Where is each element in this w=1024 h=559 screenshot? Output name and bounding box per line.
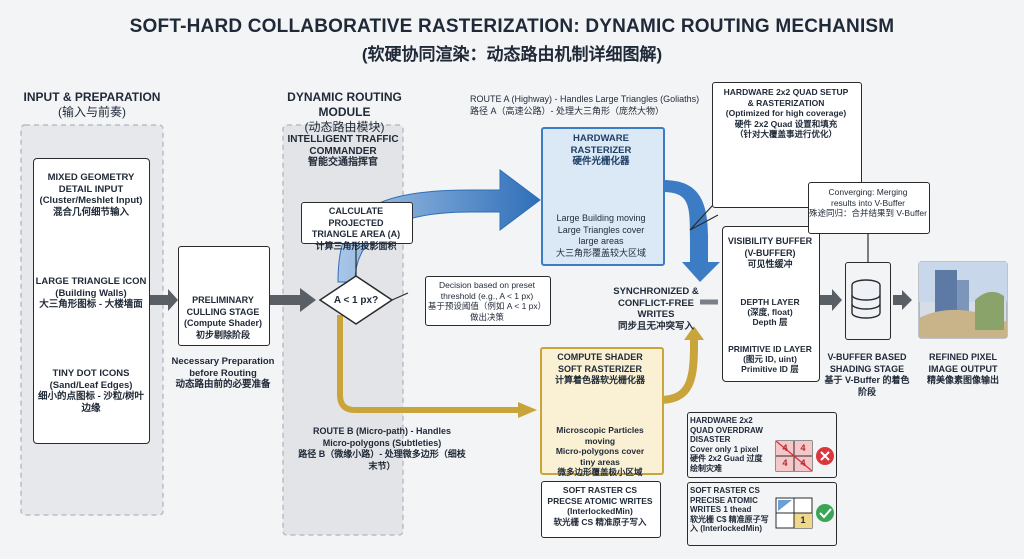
output-label: REFINED PIXEL IMAGE OUTPUT 精美像素图像输出	[926, 352, 999, 385]
vbuffer-title: VISIBILITY BUFFER (V-BUFFER) 可见性缓冲	[727, 236, 813, 269]
atomic-one-text: SOFT RASTER CS PRECISE ATOMIC WRITES 1 t…	[690, 486, 769, 534]
overdraw-text: HARDWARE 2x2 QUAD OVERDRAW DISASTER Cove…	[690, 416, 763, 473]
projected-area-label: CALCULATE PROJECTED TRIANGLE AREA (A) 计算…	[311, 206, 401, 251]
cross-mark	[820, 451, 830, 461]
threshold-note: Decision based on preset threshold (e.g.…	[427, 280, 547, 322]
atomic-one-cell: 1	[800, 515, 806, 525]
atomic-one-callout	[687, 482, 837, 546]
converging-text: Converging: Merging results into V-Buffe…	[809, 187, 927, 218]
large-triangle-label: LARGE TRIANGLE ICON (Building Walls) 大三角…	[35, 276, 147, 310]
atomic-writes-text: SOFT RASTER CS PRECSE ATOMIC WRITES (Int…	[547, 485, 653, 527]
soft-rasterizer-title: COMPUTE SHADER SOFT RASTERIZER 计算着色器软光栅化…	[554, 352, 645, 385]
arrow-vbuffer-shading	[815, 289, 842, 311]
shading-stage-label: V-BUFFER BASED SHADING STAGE 基于 V-Buffer…	[824, 352, 910, 397]
hardware-rasterizer-title: HARDWARE RASTERIZER 硬件光栅化器	[570, 133, 632, 167]
converging-callout	[808, 182, 930, 234]
arrow-culling-router	[268, 288, 316, 312]
input-heading: INPUT & PREPARATION (输入与前奏)	[23, 90, 161, 119]
soft-rasterizer-desc: Microscopic Particles moving Micro-polyg…	[555, 425, 645, 477]
check-icon	[816, 504, 834, 522]
route-a-to-vbuffer	[662, 180, 720, 282]
projected-area-box	[301, 202, 413, 244]
tiny-dots-label: TINY DOT ICONS (Sand/Leaf Edges) 细小的点图标 …	[37, 368, 145, 414]
culling-stage-box	[178, 246, 270, 346]
overdraw-cell-2: 4	[800, 443, 806, 453]
flow-arrows	[150, 288, 912, 312]
route-b-up-arrowhead	[684, 326, 704, 340]
mixed-geometry-card	[33, 158, 150, 444]
hardware-rasterizer-desc: Large Building moving Large Triangles co…	[555, 213, 646, 258]
threshold-note-box	[425, 276, 551, 326]
route-b-arrowhead	[518, 402, 537, 418]
decision-label[interactable]: A < 1 px?	[333, 295, 379, 306]
routing-heading: DYNAMIC ROUTING MODULE (动态路由模块)	[287, 90, 402, 134]
arrow-input-culling	[150, 289, 178, 311]
shading-icon-frame	[845, 262, 891, 340]
overdraw-cell-1: 4	[782, 443, 788, 453]
route-b-label: ROUTE B (Micro-path) - Handles Micro-pol…	[298, 426, 466, 471]
overdraw-callout	[687, 412, 837, 478]
route-b-line	[337, 315, 520, 413]
database-icon	[851, 279, 881, 319]
arrow-shading-output	[893, 290, 912, 310]
hardware-rasterizer-box	[541, 127, 665, 266]
primitive-id-label: PRIMITIVE ID LAYER (图元 ID, uint) Primiti…	[728, 344, 812, 374]
output-image	[918, 261, 1008, 339]
route-a-label: ROUTE A (Highway) - Handles Large Triang…	[470, 94, 700, 116]
overdraw-cell-3: 4	[782, 458, 788, 468]
overdraw-cell-4: 4	[800, 458, 806, 468]
culling-note: Necessary Preparation before Routing 动态路…	[171, 356, 275, 390]
page-title: SOFT-HARD COLLABORATIVE RASTERIZATION: D…	[129, 16, 895, 37]
mixed-geometry-label: MIXED GEOMETRY DETAIL INPUT (Cluster/Mes…	[39, 172, 143, 218]
atomic-writes-box	[541, 481, 661, 538]
page-subtitle: (软硬协同渲染：动态路由机制详细图解)	[361, 45, 663, 64]
overdraw-grid	[775, 440, 813, 472]
vbuffer-box	[722, 226, 820, 382]
quad-setup-text: HARDWARE 2x2 QUAD SETUP & RASTERIZATION …	[723, 87, 849, 139]
depth-layer-label: DEPTH LAYER (深度, float) Depth 层	[740, 297, 800, 327]
traffic-commander-label: INTELLIGENT TRAFFIC COMMANDER 智能交通指挥官	[287, 134, 399, 168]
soft-rasterizer-box	[540, 347, 664, 475]
check-mark	[819, 508, 832, 519]
culling-stage-label: PRELIMINARY CULLING STAGE (Compute Shade…	[183, 295, 262, 340]
decision-diamond	[318, 275, 394, 325]
sync-writes-label: SYNCHRONIZED & CONFLICT-FREE WRITES 同步且无…	[613, 286, 699, 332]
route-b-to-vbuffer	[659, 338, 698, 404]
atomic-grid	[775, 497, 813, 529]
